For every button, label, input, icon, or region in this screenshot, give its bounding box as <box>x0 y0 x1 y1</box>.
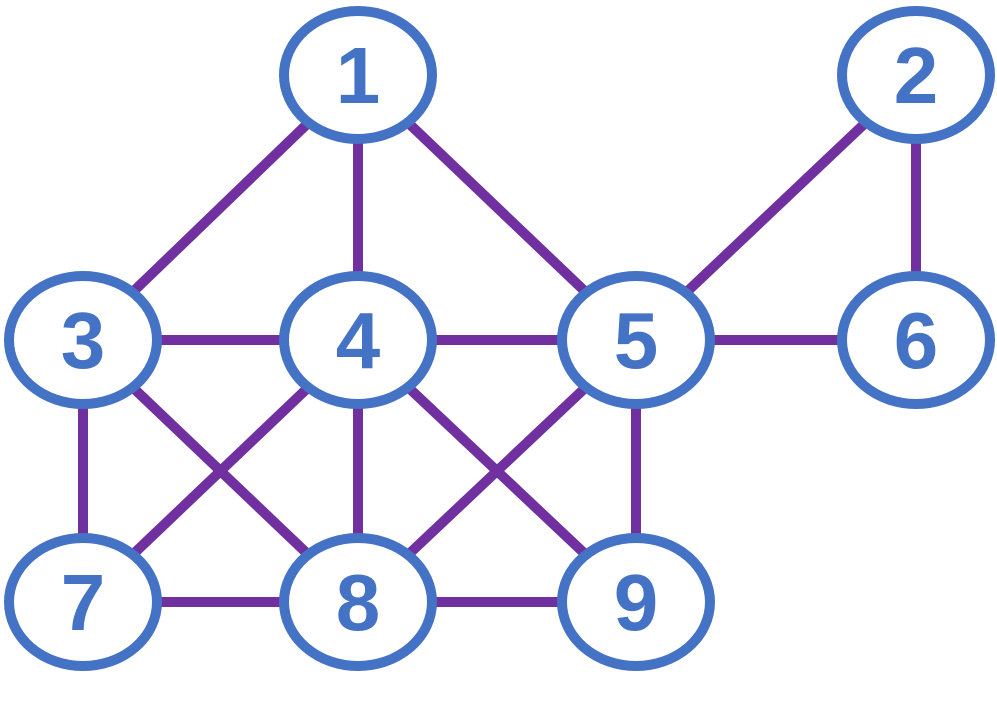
node-2-label: 2 <box>894 31 939 120</box>
node-6-label: 6 <box>894 296 939 385</box>
node-9: 9 <box>557 533 715 671</box>
node-6-circle <box>837 271 995 409</box>
node-4-label: 4 <box>336 296 381 385</box>
node-8-label: 8 <box>336 558 381 647</box>
node-8: 8 <box>279 533 437 671</box>
node-1-circle <box>279 6 437 144</box>
node-3-label: 3 <box>61 296 106 385</box>
node-8-circle <box>279 533 437 671</box>
node-4: 4 <box>279 271 437 409</box>
node-3: 3 <box>4 271 162 409</box>
node-3-circle <box>4 271 162 409</box>
node-9-circle <box>557 533 715 671</box>
node-7-circle <box>4 533 162 671</box>
nodes-layer: 1 2 3 4 5 6 7 8 9 <box>4 6 995 671</box>
node-5: 5 <box>557 271 715 409</box>
node-2-circle <box>837 6 995 144</box>
node-7: 7 <box>4 533 162 671</box>
node-4-circle <box>279 271 437 409</box>
node-2: 2 <box>837 6 995 144</box>
node-1: 1 <box>279 6 437 144</box>
node-5-circle <box>557 271 715 409</box>
edges-layer <box>78 71 921 607</box>
node-9-label: 9 <box>614 558 659 647</box>
node-1-label: 1 <box>336 31 381 120</box>
node-5-label: 5 <box>614 296 659 385</box>
node-7-label: 7 <box>61 558 106 647</box>
node-6: 6 <box>837 271 995 409</box>
